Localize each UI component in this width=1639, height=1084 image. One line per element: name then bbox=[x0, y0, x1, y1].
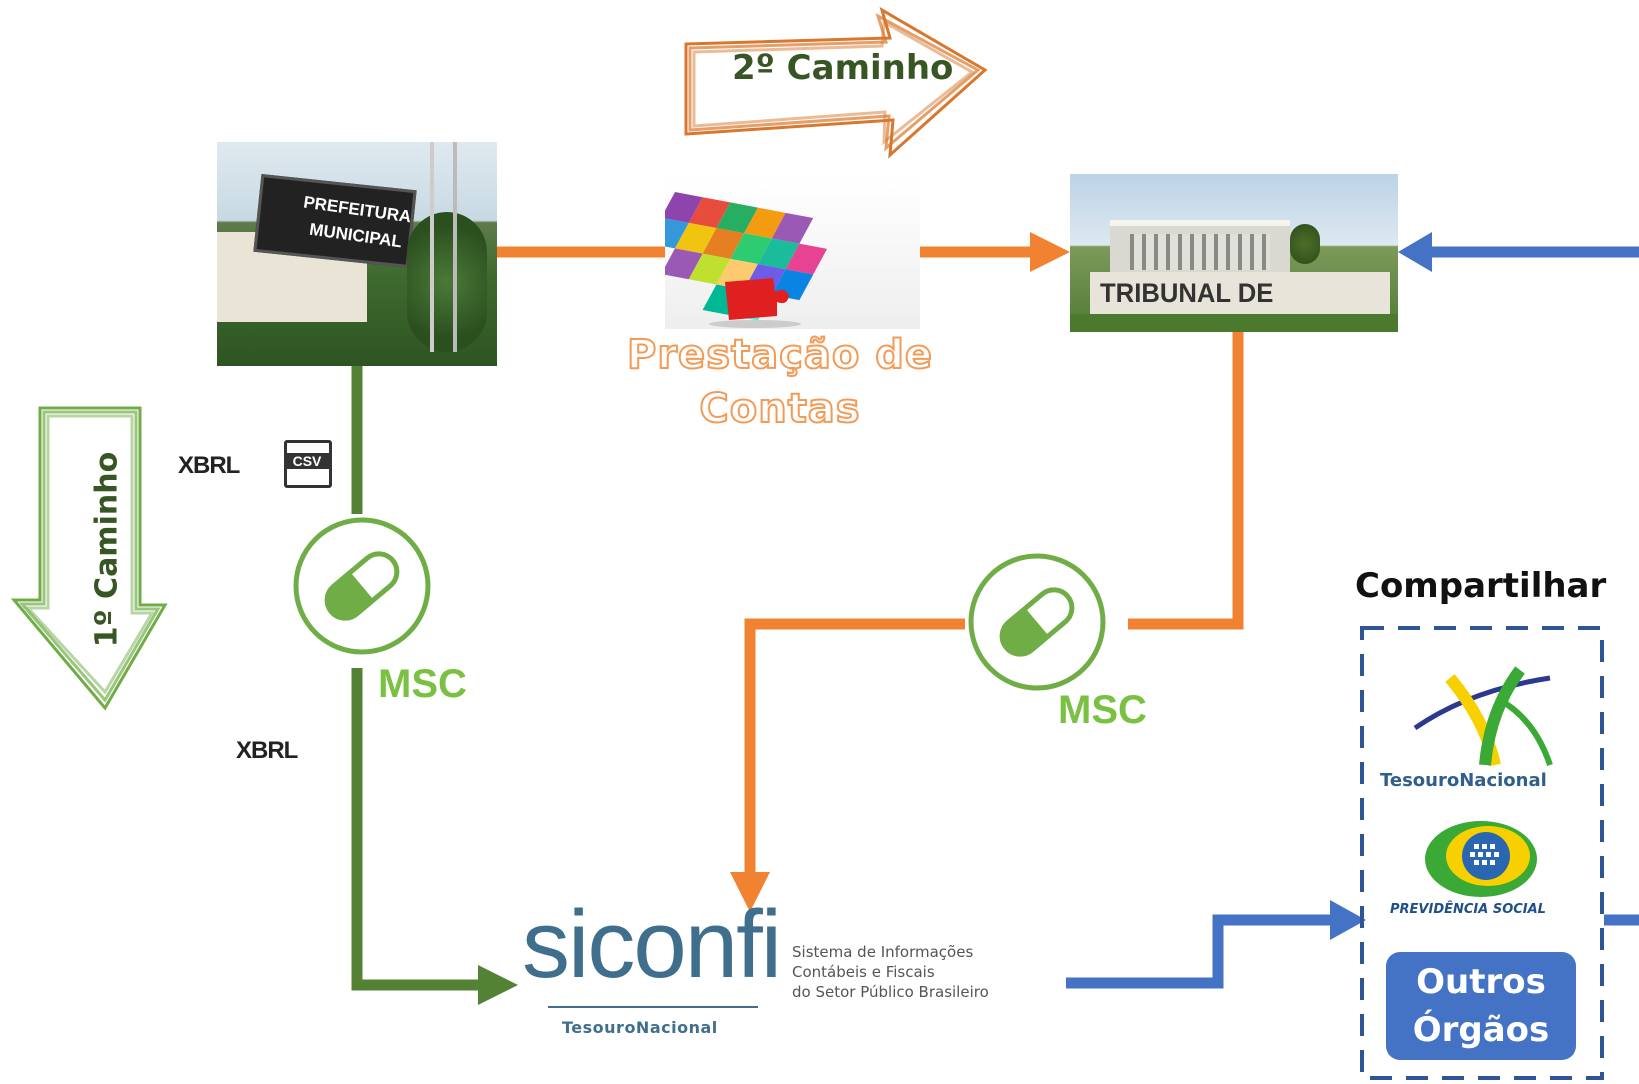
puzzle-image bbox=[647, 174, 920, 329]
xbrl-logo-1: XBRL bbox=[178, 452, 240, 480]
orange-arrowhead-siconfi bbox=[730, 872, 770, 912]
tribunal-hedge bbox=[1070, 314, 1398, 332]
siconfi-desc-line3: do Setor Público Brasileiro bbox=[792, 983, 989, 1001]
red-puzzle-piece bbox=[725, 278, 789, 320]
share-tesouro-label: TesouroNacional bbox=[1380, 770, 1547, 791]
previdencia-emblem-icon bbox=[1425, 821, 1537, 897]
csv-file-label: CSV bbox=[285, 453, 329, 469]
prefeitura-flagpole bbox=[430, 142, 434, 352]
msc-label-right: MSC bbox=[1058, 688, 1147, 732]
siconfi-description: Sistema de Informações Contábeis e Fisca… bbox=[792, 942, 989, 1002]
siconfi-desc-line1: Sistema de Informações bbox=[792, 943, 974, 961]
orange-arrowhead-tribunal bbox=[1030, 232, 1070, 272]
share-title: Compartilhar bbox=[1355, 566, 1607, 606]
path2-arrow-shape bbox=[684, 6, 988, 159]
green-arrowhead-siconfi bbox=[478, 965, 518, 1005]
outros-line1: Outros bbox=[1416, 962, 1546, 1002]
outros-line2: Órgãos bbox=[1412, 1010, 1550, 1050]
siconfi-desc-line2: Contábeis e Fiscais bbox=[792, 963, 935, 981]
share-dashed-box bbox=[1360, 626, 1604, 1080]
blue-line-siconfi-to-share bbox=[1066, 914, 1334, 989]
blue-arrowhead-tribunal bbox=[1398, 232, 1432, 272]
path2-label: 2º Caminho bbox=[732, 48, 954, 88]
prefeitura-flagpole-2 bbox=[453, 142, 457, 352]
tribunal-building-columns bbox=[1130, 234, 1270, 270]
path1-label: 1º Caminho bbox=[89, 451, 125, 648]
green-line-to-siconfi bbox=[351, 668, 480, 991]
tribunal-image: TRIBUNAL DE CONTAS bbox=[1070, 174, 1398, 332]
blue-arrowhead-share bbox=[1330, 900, 1366, 940]
msc-pill-icon-right bbox=[968, 553, 1106, 691]
outros-orgaos-box: Outros Órgãos bbox=[1386, 952, 1576, 1060]
msc-pill-icon-left bbox=[293, 517, 431, 655]
orange-line-to-siconfi bbox=[744, 618, 965, 878]
siconfi-tesouro-label: TesouroNacional bbox=[562, 1018, 718, 1037]
msc-label-left: MSC bbox=[378, 662, 467, 706]
prestacao-line2: Contas bbox=[698, 385, 861, 433]
xbrl-logo-1-text: XBRL bbox=[178, 452, 240, 479]
tribunal-tree bbox=[1290, 224, 1320, 264]
prefeitura-trees bbox=[407, 212, 487, 352]
siconfi-logo-word: siconfi bbox=[522, 891, 782, 998]
xbrl-logo-2: XBRL bbox=[236, 737, 298, 765]
prestacao-de-contas-label: Prestação de Contas bbox=[570, 328, 990, 436]
tribunal-sign-wall bbox=[1090, 272, 1390, 316]
puzzle-pieces bbox=[647, 192, 828, 328]
orange-line-tribunal-down bbox=[1128, 332, 1244, 630]
tesouro-nacional-emblem-icon bbox=[1413, 666, 1553, 767]
xbrl-logo-2-text: XBRL bbox=[236, 737, 298, 764]
path1-arrow-shape bbox=[10, 406, 168, 711]
prestacao-line1: Prestação de bbox=[626, 331, 933, 379]
prefeitura-image: PREFEITURA MUNICIPAL bbox=[217, 142, 497, 366]
share-previdencia-label: PREVIDÊNCIA SOCIAL bbox=[1390, 902, 1546, 917]
siconfi-underline bbox=[548, 1006, 758, 1008]
csv-file-icon: CSV bbox=[284, 440, 332, 488]
